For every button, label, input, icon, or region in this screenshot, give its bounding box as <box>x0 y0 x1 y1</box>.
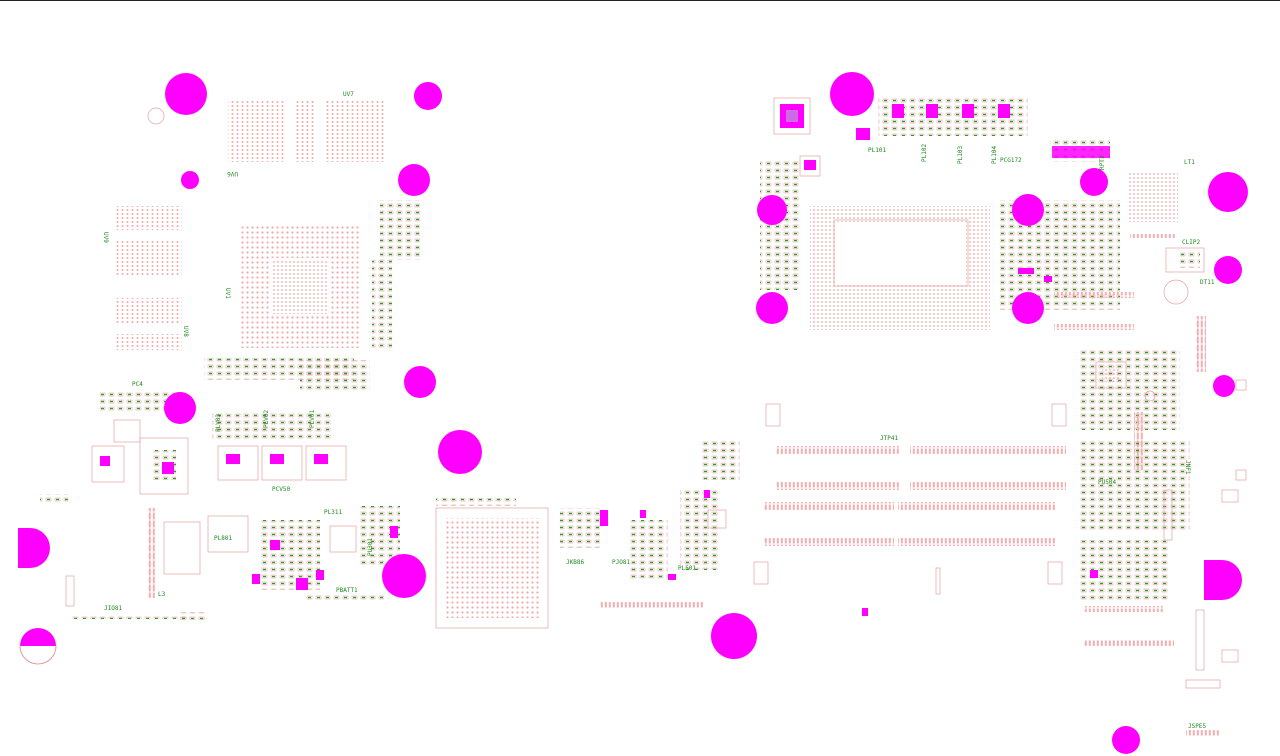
label-lt1: LT1 <box>1184 159 1195 166</box>
label-pcg172: PCG172 <box>1000 157 1022 164</box>
vrm-inductors[interactable]: PLV01 PLV02 PLV03 PCV50 <box>215 410 347 493</box>
dram-uv9[interactable]: UV9 UV8 <box>102 206 189 350</box>
label-jkb86: JKB86 <box>566 559 584 566</box>
label-clip2: CLIP2 <box>1182 239 1200 246</box>
label-uv9: UV9 <box>102 232 109 243</box>
label-pl801: PL801 <box>214 535 232 542</box>
center-connectors[interactable]: JTP41 <box>753 403 1067 616</box>
label-pu301: PU301 <box>367 538 374 556</box>
cpu-bga[interactable] <box>810 206 990 330</box>
label-jio81: JIO81 <box>104 605 122 612</box>
label-dt11: DT11 <box>1200 279 1215 286</box>
label-jnf1: JNF1 <box>1184 460 1191 475</box>
gpu-bga-uv1[interactable]: UV1 <box>224 226 360 348</box>
label-pu504: PU504 <box>1098 479 1116 486</box>
label-pjo81: PJO81 <box>612 559 630 566</box>
label-jtp41: JTP41 <box>880 435 898 442</box>
label-pl311: PL311 <box>324 509 342 516</box>
label-pc4: PC4 <box>132 381 143 388</box>
label-uv8: UV8 <box>182 326 189 337</box>
label-jspe5: JSPE5 <box>1188 723 1206 730</box>
label-plv03: PLV03 <box>215 414 222 432</box>
label-uv1: UV1 <box>224 288 231 299</box>
window-top-border <box>0 0 1280 1</box>
mounting-holes[interactable] <box>18 72 1248 754</box>
dram-uv6: UV6 <box>227 100 316 177</box>
label-pl102: PL102 <box>921 144 928 162</box>
label-uv7: UV7 <box>343 91 354 98</box>
dram-uv7[interactable]: UV7 <box>228 91 385 162</box>
label-plv01: PLV01 <box>309 410 316 428</box>
label-plv02: PLV02 <box>263 410 270 428</box>
label-pbatt1: PBATT1 <box>336 587 358 594</box>
label-pcv50: PCV50 <box>272 486 290 493</box>
label-pl501: PL501 <box>678 565 696 572</box>
cpu-vrm-row[interactable]: PL101 PL102 PL103 PL104 PCG172 <box>773 96 1028 177</box>
label-uv6: UV6 <box>227 170 238 177</box>
left-board-section: UV7 UV6 UV9 UV8 UV1 <box>40 91 740 629</box>
label-l3: L3 <box>158 591 166 598</box>
soc-lt1[interactable]: LT1 <box>1128 159 1195 238</box>
label-pl103: PL103 <box>957 146 964 164</box>
label-pl104: PL104 <box>991 146 998 164</box>
label-pl101: PL101 <box>868 147 886 154</box>
right-board-section: PL101 PL102 PL103 PL104 PCG172 RPT1 LT1 … <box>760 96 1247 736</box>
label-rpt1: RPT1 <box>1099 155 1106 170</box>
pch-bga[interactable] <box>435 498 549 629</box>
